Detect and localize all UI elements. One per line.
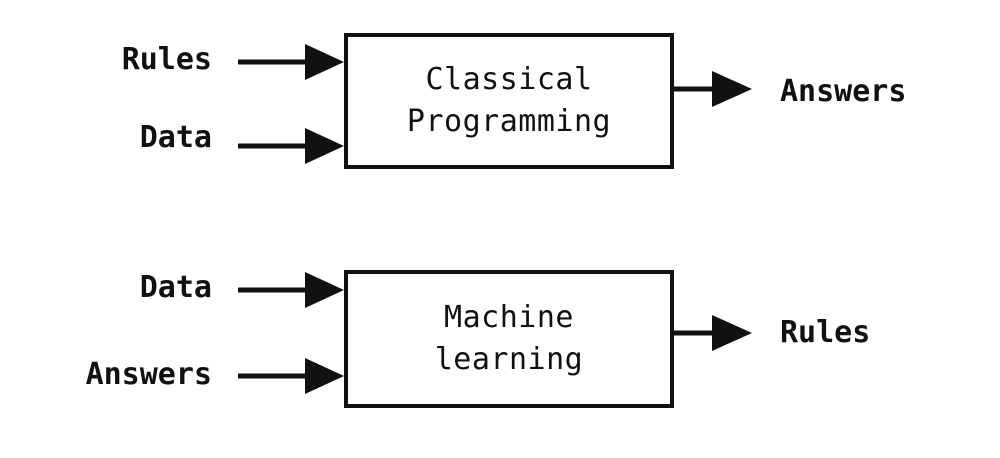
arrow-ml-input-answers xyxy=(238,358,344,394)
classical-output-label: Answers xyxy=(780,74,907,109)
arrow-classical-input-rules xyxy=(238,44,344,80)
arrow-classical-output xyxy=(674,71,752,107)
classical-input-label-data: Data xyxy=(139,120,212,155)
ml-input-label-data: Data xyxy=(139,270,212,305)
classical-box-line-2: Programming xyxy=(406,104,612,139)
classical-box-line-1: Classical xyxy=(425,62,593,97)
ml-input-label-answers: Answers xyxy=(85,357,212,392)
classical-input-label-rules: Rules xyxy=(121,42,212,77)
ml-box-line-2: learning xyxy=(434,342,584,377)
arrow-ml-input-data xyxy=(238,272,344,308)
machine-learning-box: Machine learning xyxy=(344,270,674,408)
arrow-classical-input-data xyxy=(238,128,344,164)
classical-programming-box: Classical Programming xyxy=(344,33,674,169)
arrow-ml-output xyxy=(674,315,752,351)
ml-box-line-1: Machine xyxy=(444,300,574,335)
ml-output-label: Rules xyxy=(780,315,871,350)
